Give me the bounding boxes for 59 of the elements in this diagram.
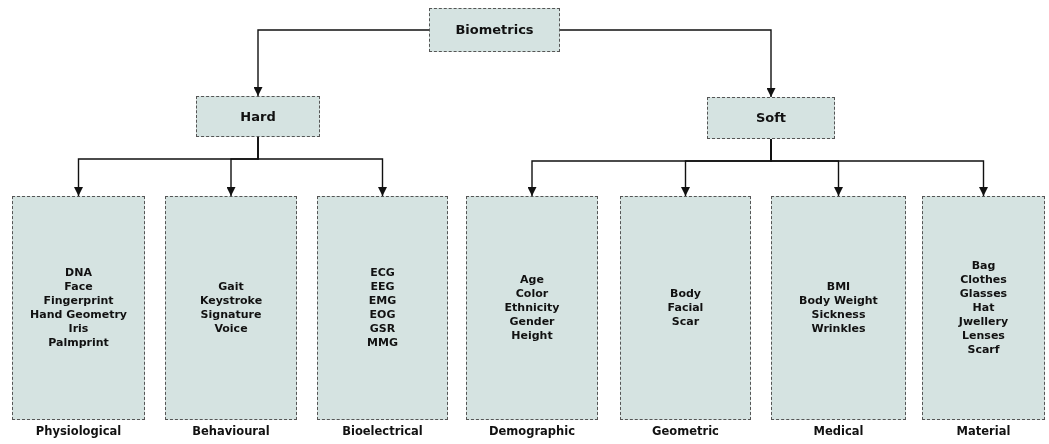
list-item: Lenses [962, 329, 1005, 343]
list-item: Wrinkles [811, 322, 866, 336]
list-item: Body Weight [799, 294, 878, 308]
group-caption: Demographic [488, 424, 576, 438]
list-item: ECG [370, 266, 395, 280]
list-item: Hat [972, 301, 995, 315]
list-item: Keystroke [199, 294, 263, 308]
item-list-box [12, 196, 145, 420]
list-item: Gait [218, 280, 244, 294]
list-item: Gender [509, 315, 555, 329]
list-item: Signature [200, 308, 262, 322]
list-item: Scarf [967, 343, 1000, 357]
list-item: Clothes [960, 273, 1007, 287]
category-box [707, 97, 835, 139]
group-caption: Geometric [652, 424, 719, 438]
list-item: Height [511, 329, 553, 343]
list-item: Glasses [959, 287, 1008, 301]
list-item: Scar [671, 315, 700, 329]
item-list-box [922, 196, 1045, 420]
list-item: Palmprint [48, 336, 109, 350]
item-list-box [317, 196, 448, 420]
group-caption: Behavioural [192, 424, 270, 438]
list-item: EMG [368, 294, 397, 308]
list-item: Facial [667, 301, 704, 315]
node-label: Hard [240, 109, 276, 124]
arrow [770, 138, 988, 197]
item-list-box [165, 196, 297, 420]
list-item: Color [515, 287, 549, 301]
list-item: DNA [65, 266, 92, 280]
list-item: MMG [367, 336, 398, 350]
arrow [253, 29, 430, 97]
item-list-box [620, 196, 751, 420]
arrow [257, 136, 387, 197]
group-caption: Bioelectrical [342, 424, 423, 438]
list-item: BMI [826, 280, 851, 294]
list-item: Body [670, 287, 701, 301]
list-item: Face [64, 280, 93, 294]
list-item: Bag [971, 259, 996, 273]
node-label: Biometrics [455, 23, 534, 37]
list-item: Fingerprint [43, 294, 114, 308]
list-item: Iris [68, 322, 89, 336]
category-box [429, 8, 560, 52]
group-caption: Medical [813, 424, 864, 438]
list-item: Sickness [811, 308, 866, 322]
list-item: Hand Geometry [30, 308, 127, 322]
group-caption: Material [956, 424, 1011, 438]
list-item: Ethnicity [504, 301, 560, 315]
arrow [559, 29, 776, 98]
node-label: Soft [755, 111, 787, 125]
list-item: Jwellery [958, 315, 1009, 329]
item-list-box [466, 196, 598, 420]
item-list-box [771, 196, 906, 420]
category-box [196, 96, 320, 137]
list-item: Voice [214, 322, 248, 336]
list-item: EEG [370, 280, 395, 294]
group-caption: Physiological [35, 424, 122, 438]
list-item: Age [520, 273, 544, 287]
list-item: EOG [369, 308, 396, 322]
list-item: GSR [369, 322, 396, 336]
